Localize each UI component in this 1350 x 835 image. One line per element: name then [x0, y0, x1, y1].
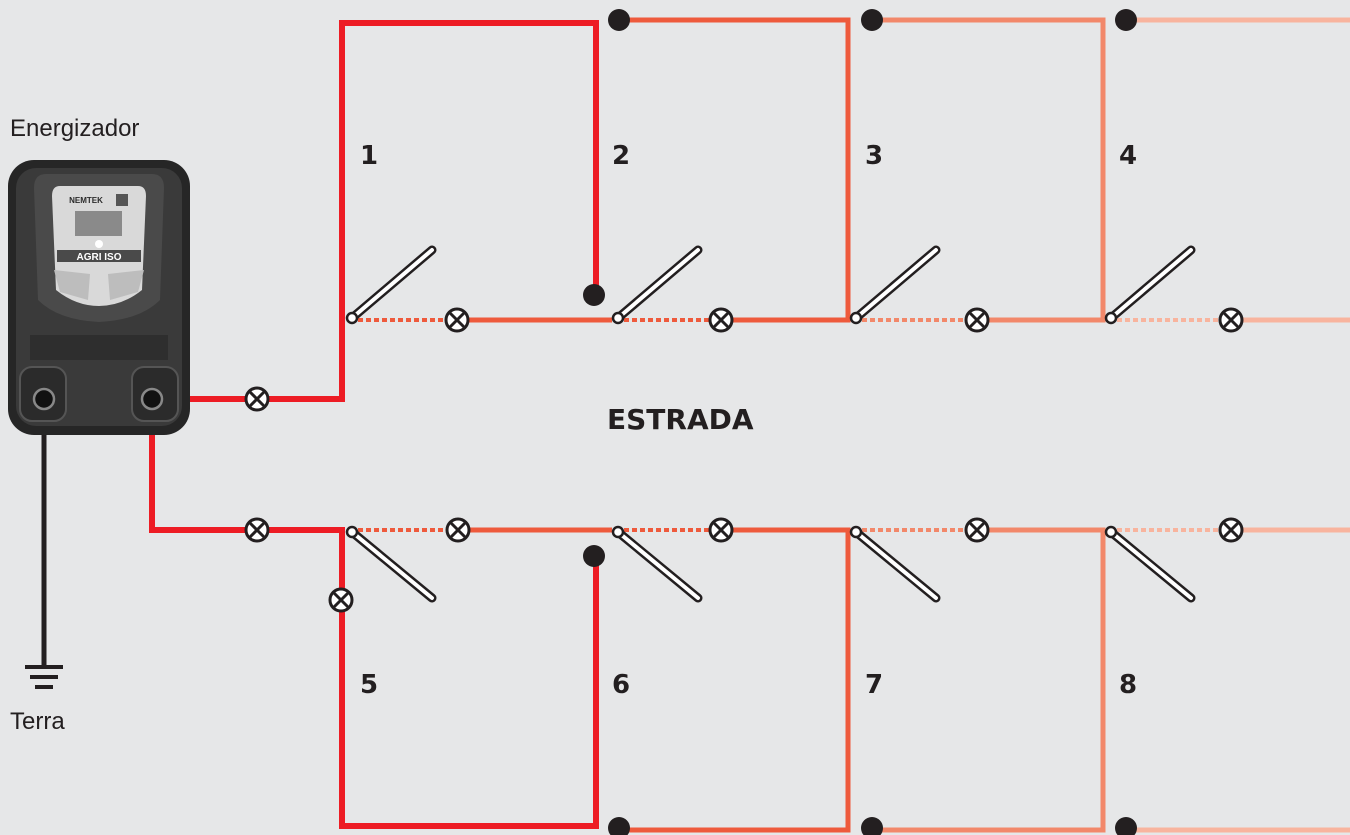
gate-8 [1104, 525, 1196, 603]
gate-handles [345, 245, 1196, 603]
paddock-6-loop [613, 527, 851, 833]
terminal-dots [583, 9, 1137, 835]
top-feed-wire [155, 20, 599, 402]
paddock-2-loop [613, 17, 851, 323]
paddock-number-1: 1 [360, 141, 379, 171]
ground-wire [25, 400, 63, 689]
gate-6 [611, 525, 703, 603]
gate-2 [611, 245, 703, 325]
paddock-number-7: 7 [865, 670, 884, 700]
paddock-number-4: 4 [1119, 141, 1138, 171]
paddock-number-8: 8 [1119, 670, 1138, 700]
gate-5 [345, 525, 437, 603]
gate-3 [849, 245, 941, 325]
paddock-number-5: 5 [360, 670, 379, 700]
gate-1 [345, 245, 437, 325]
energizer-device: NEMTEK AGRI ISO [8, 160, 190, 435]
energizer-brand: NEMTEK [69, 196, 103, 205]
paddock-number-2: 2 [612, 141, 631, 171]
gate-spans [358, 318, 1220, 532]
road-label: ESTRADA [607, 403, 754, 436]
energizer-model: AGRI ISO [76, 252, 121, 263]
paddock-7-loop [865, 527, 1106, 833]
gate-7 [849, 525, 941, 603]
bottom-feed-wire [149, 408, 599, 829]
energizer-label: Energizador [10, 115, 140, 142]
paddock-3-loop [865, 17, 1106, 323]
paddock-number-3: 3 [865, 141, 884, 171]
paddock-number-6: 6 [612, 670, 631, 700]
gate-4 [1104, 245, 1196, 325]
ground-label: Terra [10, 708, 65, 735]
